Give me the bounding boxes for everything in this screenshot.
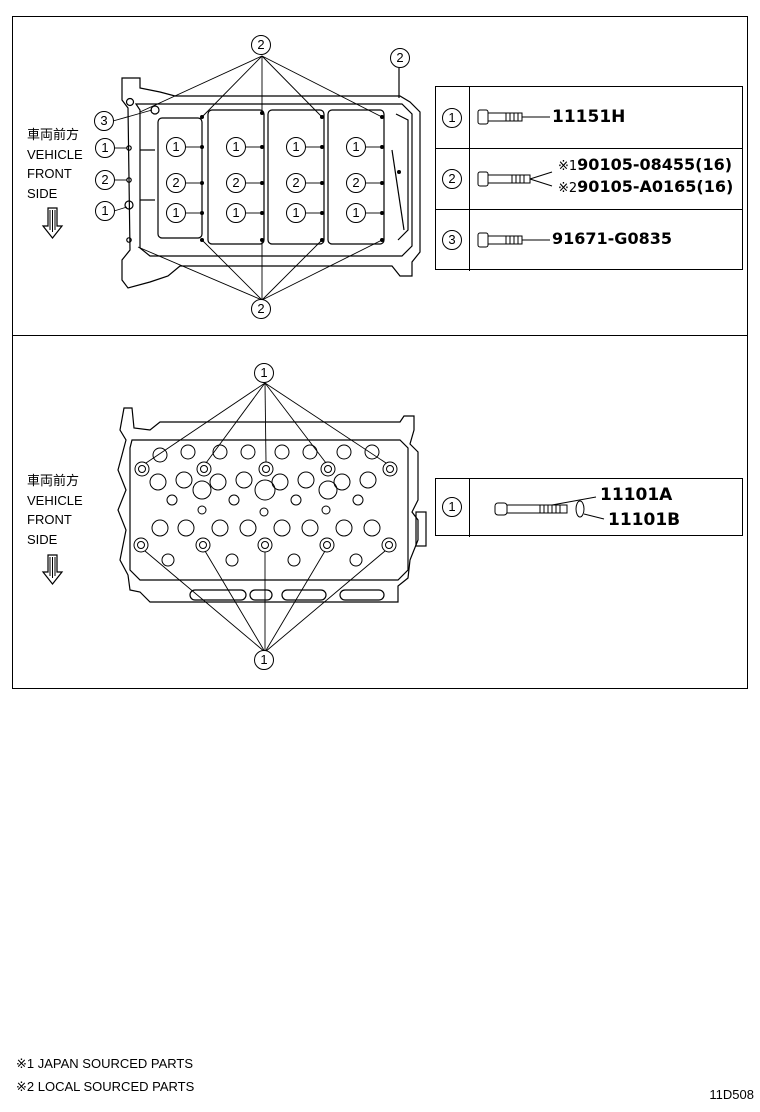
callout-top: 1 xyxy=(254,363,274,383)
direction-jp: 車両前方 xyxy=(27,127,80,142)
callout-row1: 1 xyxy=(346,137,366,157)
callout-top: 2 xyxy=(251,35,271,55)
top-direction-label: 車両前方 VEHICLE FRONT SIDE xyxy=(27,125,83,203)
callout-bottom: 2 xyxy=(251,299,271,319)
bolt-icon-91671 xyxy=(477,232,550,248)
callout-right: 2 xyxy=(390,48,410,68)
callout-row2: 2 xyxy=(166,173,186,193)
footnote-local: ※2 LOCAL SOURCED PARTS xyxy=(16,1079,195,1094)
direction-side: SIDE xyxy=(27,531,58,547)
callout-bottom: 1 xyxy=(254,650,274,670)
bottom-parts-table: 1 11101A 11101B xyxy=(435,478,743,537)
parts-index: 1 xyxy=(442,497,462,517)
footnote-japan: ※1 JAPAN SOURCED PARTS xyxy=(16,1056,194,1071)
part-number-value: 90105-A0165(16) xyxy=(577,177,734,196)
bottom-direction-label: 車両前方 VEHICLE FRONT SIDE xyxy=(27,471,83,549)
bottom-panel xyxy=(12,335,748,689)
part-number[interactable]: 11101B xyxy=(608,510,681,530)
parts-index: 1 xyxy=(442,108,462,128)
callout-row1: 1 xyxy=(226,137,246,157)
callout-left-2: 2 xyxy=(95,170,115,190)
direction-front: FRONT xyxy=(27,512,72,527)
callout-row2: 2 xyxy=(226,173,246,193)
note-mark: ※2 xyxy=(558,181,578,196)
callout-row2: 2 xyxy=(286,173,306,193)
part-number[interactable]: ※190105-08455(16) xyxy=(558,155,732,174)
part-number-value: 90105-08455(16) xyxy=(577,155,733,174)
diagram-code: 11D508 xyxy=(709,1087,754,1102)
head-bolt-washer-icon xyxy=(494,496,605,520)
parts-row-1: 1 11151H xyxy=(436,87,742,149)
direction-vehicle: VEHICLE xyxy=(27,146,83,162)
front-direction-arrow-icon xyxy=(41,554,64,585)
bolt-icon-11151h xyxy=(477,109,550,125)
parts-row-3: 3 91671-G0835 xyxy=(436,210,742,271)
part-number[interactable]: ※290105-A0165(16) xyxy=(558,177,733,196)
callout-row1: 1 xyxy=(166,137,186,157)
parts-row-1: 1 11101A 11101B xyxy=(436,479,742,537)
callout-row3: 1 xyxy=(346,203,366,223)
direction-front: FRONT xyxy=(27,166,72,181)
front-direction-arrow-icon xyxy=(41,207,64,239)
direction-vehicle: VEHICLE xyxy=(27,492,83,508)
part-number[interactable]: 91671-G0835 xyxy=(552,229,672,248)
callout-left-upper: 3 xyxy=(94,111,114,131)
callout-left-1: 1 xyxy=(95,138,115,158)
direction-side: SIDE xyxy=(27,185,58,201)
parts-index: 2 xyxy=(442,169,462,189)
callout-left-3: 1 xyxy=(95,201,115,221)
parts-index: 3 xyxy=(442,230,462,250)
part-number[interactable]: 11151H xyxy=(552,107,626,127)
direction-jp: 車両前方 xyxy=(27,473,80,488)
callout-row1: 1 xyxy=(286,137,306,157)
part-number[interactable]: 11101A xyxy=(600,485,673,505)
callout-row3: 1 xyxy=(286,203,306,223)
callout-row3: 1 xyxy=(226,203,246,223)
top-parts-table: 1 11151H 2 ※190105-08455(16) ※290105-A01… xyxy=(435,86,743,271)
callout-row3: 1 xyxy=(166,203,186,223)
callout-row2: 2 xyxy=(346,173,366,193)
bolt-icon-90105 xyxy=(477,171,553,187)
note-mark: ※1 xyxy=(558,159,578,174)
parts-row-2: 2 ※190105-08455(16) ※290105-A0165(16) xyxy=(436,149,742,210)
